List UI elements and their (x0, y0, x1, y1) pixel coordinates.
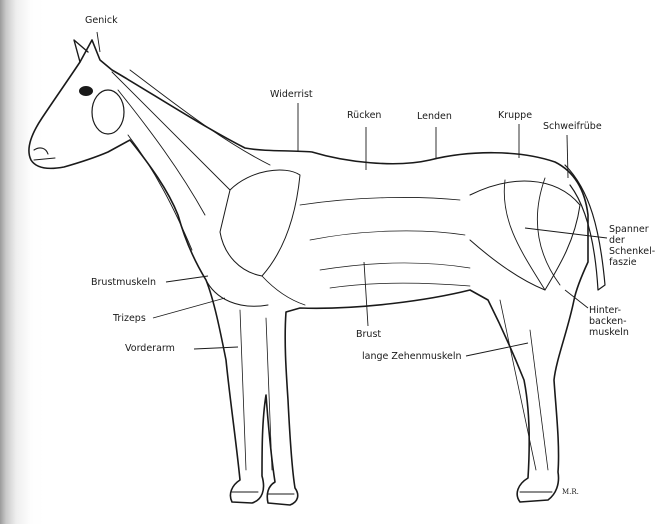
eye (79, 86, 93, 96)
leader-lange-zehenmuskeln (466, 343, 528, 356)
label-brust: Brust (356, 329, 381, 340)
leader-brustmuskeln (166, 276, 208, 282)
label-lenden: Lenden (417, 111, 452, 122)
leader-spanner (525, 228, 607, 238)
label-widerrist: Widerrist (270, 89, 313, 100)
label-vorderarm: Vorderarm (125, 343, 175, 354)
label-brustmuskeln: Brustmuskeln (91, 277, 156, 288)
leader-schweifruebe (567, 135, 568, 178)
label-ruecken: Rücken (347, 110, 381, 121)
label-kruppe: Kruppe (498, 110, 532, 121)
label-spanner-der-schenkelfaszie: Spanner der Schenkel- faszie (609, 224, 655, 268)
label-lange-zehenmuskeln: lange Zehenmuskeln (362, 351, 462, 362)
leader-vorderarm (194, 347, 238, 349)
label-trizeps: Trizeps (113, 313, 146, 324)
tail-outline (565, 165, 605, 290)
leader-brust (364, 262, 368, 326)
label-schweifruebe: Schweifrübe (543, 121, 602, 132)
cheek-muscle (92, 90, 124, 134)
label-genick: Genick (85, 15, 118, 26)
leader-genick (97, 32, 100, 52)
artist-signature: M.R. (562, 488, 579, 496)
label-hinterbackenmuskeln: Hinter- backen- muskeln (589, 305, 629, 338)
